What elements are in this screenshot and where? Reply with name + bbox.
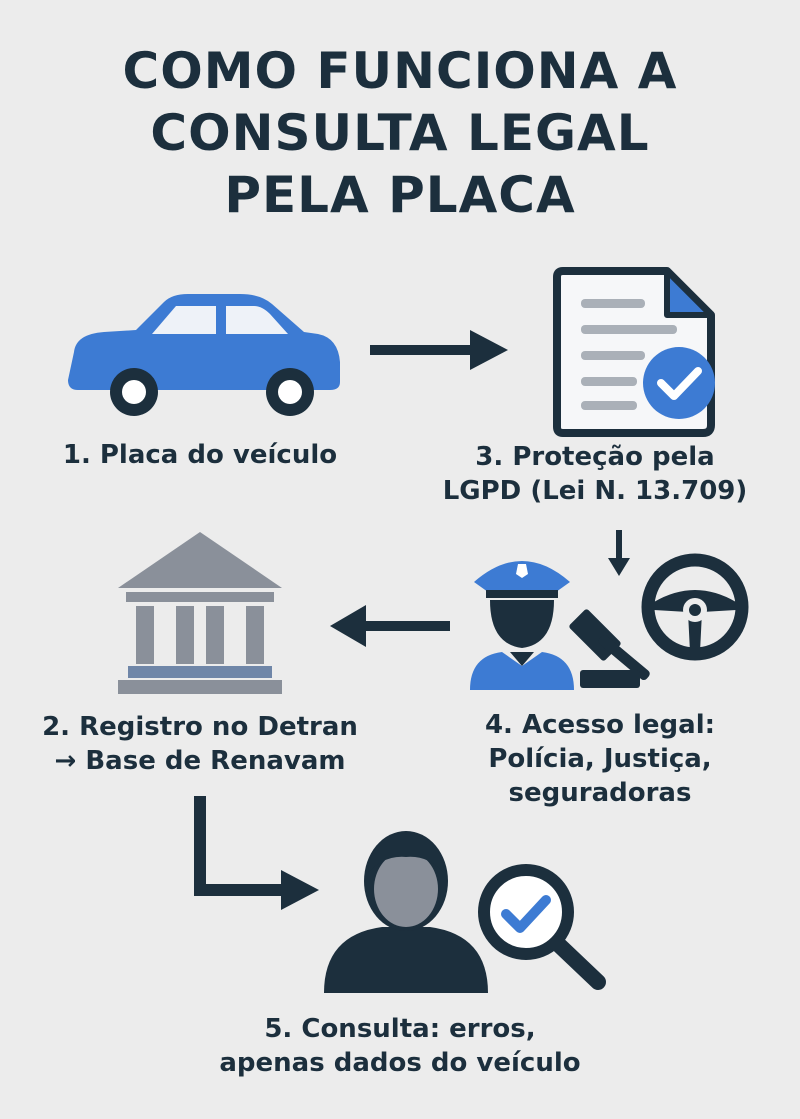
police-officer-icon bbox=[470, 561, 574, 690]
arrow-elbow-icon bbox=[194, 796, 319, 910]
gavel-icon bbox=[569, 609, 650, 688]
step-3-label: 3. Proteção pela LGPD (Lei N. 13.709) bbox=[430, 440, 760, 508]
title-line-2: CONSULTA LEGAL bbox=[150, 104, 650, 162]
step-4-label: 4. Acesso legal: Polícia, Justiça, segur… bbox=[440, 708, 760, 810]
step-4-line-2: Polícia, Justiça, bbox=[488, 744, 712, 774]
step-3-line-1: 3. Proteção pela bbox=[475, 442, 715, 472]
step-3-line-2: LGPD (Lei N. 13.709) bbox=[442, 476, 748, 506]
steering-wheel-icon bbox=[641, 553, 749, 661]
step-5-label: 5. Consulta: erros, apenas dados do veíc… bbox=[180, 1012, 620, 1080]
step-2-label: 2. Registro no Detran → Base de Renavam bbox=[30, 710, 370, 778]
step-1-label: 1. Placa do veículo bbox=[40, 438, 360, 472]
magnifier-check-icon bbox=[478, 864, 606, 990]
arrow-right-icon bbox=[370, 330, 508, 370]
title-line-1: COMO FUNCIONA A bbox=[122, 42, 678, 100]
arrow-left-icon bbox=[330, 605, 450, 647]
page-title: COMO FUNCIONA A CONSULTA LEGAL PELA PLAC… bbox=[0, 40, 800, 226]
document-check-icon bbox=[553, 267, 715, 437]
step-2-line-1: 2. Registro no Detran bbox=[42, 712, 358, 742]
step-4-line-1: 4. Acesso legal: bbox=[484, 710, 716, 740]
step-5-line-2: apenas dados do veículo bbox=[219, 1048, 581, 1078]
step-5-line-1: 5. Consulta: erros, bbox=[264, 1014, 536, 1044]
bank-building-icon bbox=[118, 532, 282, 694]
person-icon bbox=[324, 831, 488, 993]
step-4-line-3: seguradoras bbox=[508, 778, 692, 808]
title-line-3: PELA PLACA bbox=[224, 166, 576, 224]
step-2-line-2: → Base de Renavam bbox=[54, 746, 346, 776]
arrow-down-icon bbox=[608, 530, 630, 576]
step-1-line-1: 1. Placa do veículo bbox=[62, 440, 338, 470]
car-icon bbox=[68, 294, 340, 416]
